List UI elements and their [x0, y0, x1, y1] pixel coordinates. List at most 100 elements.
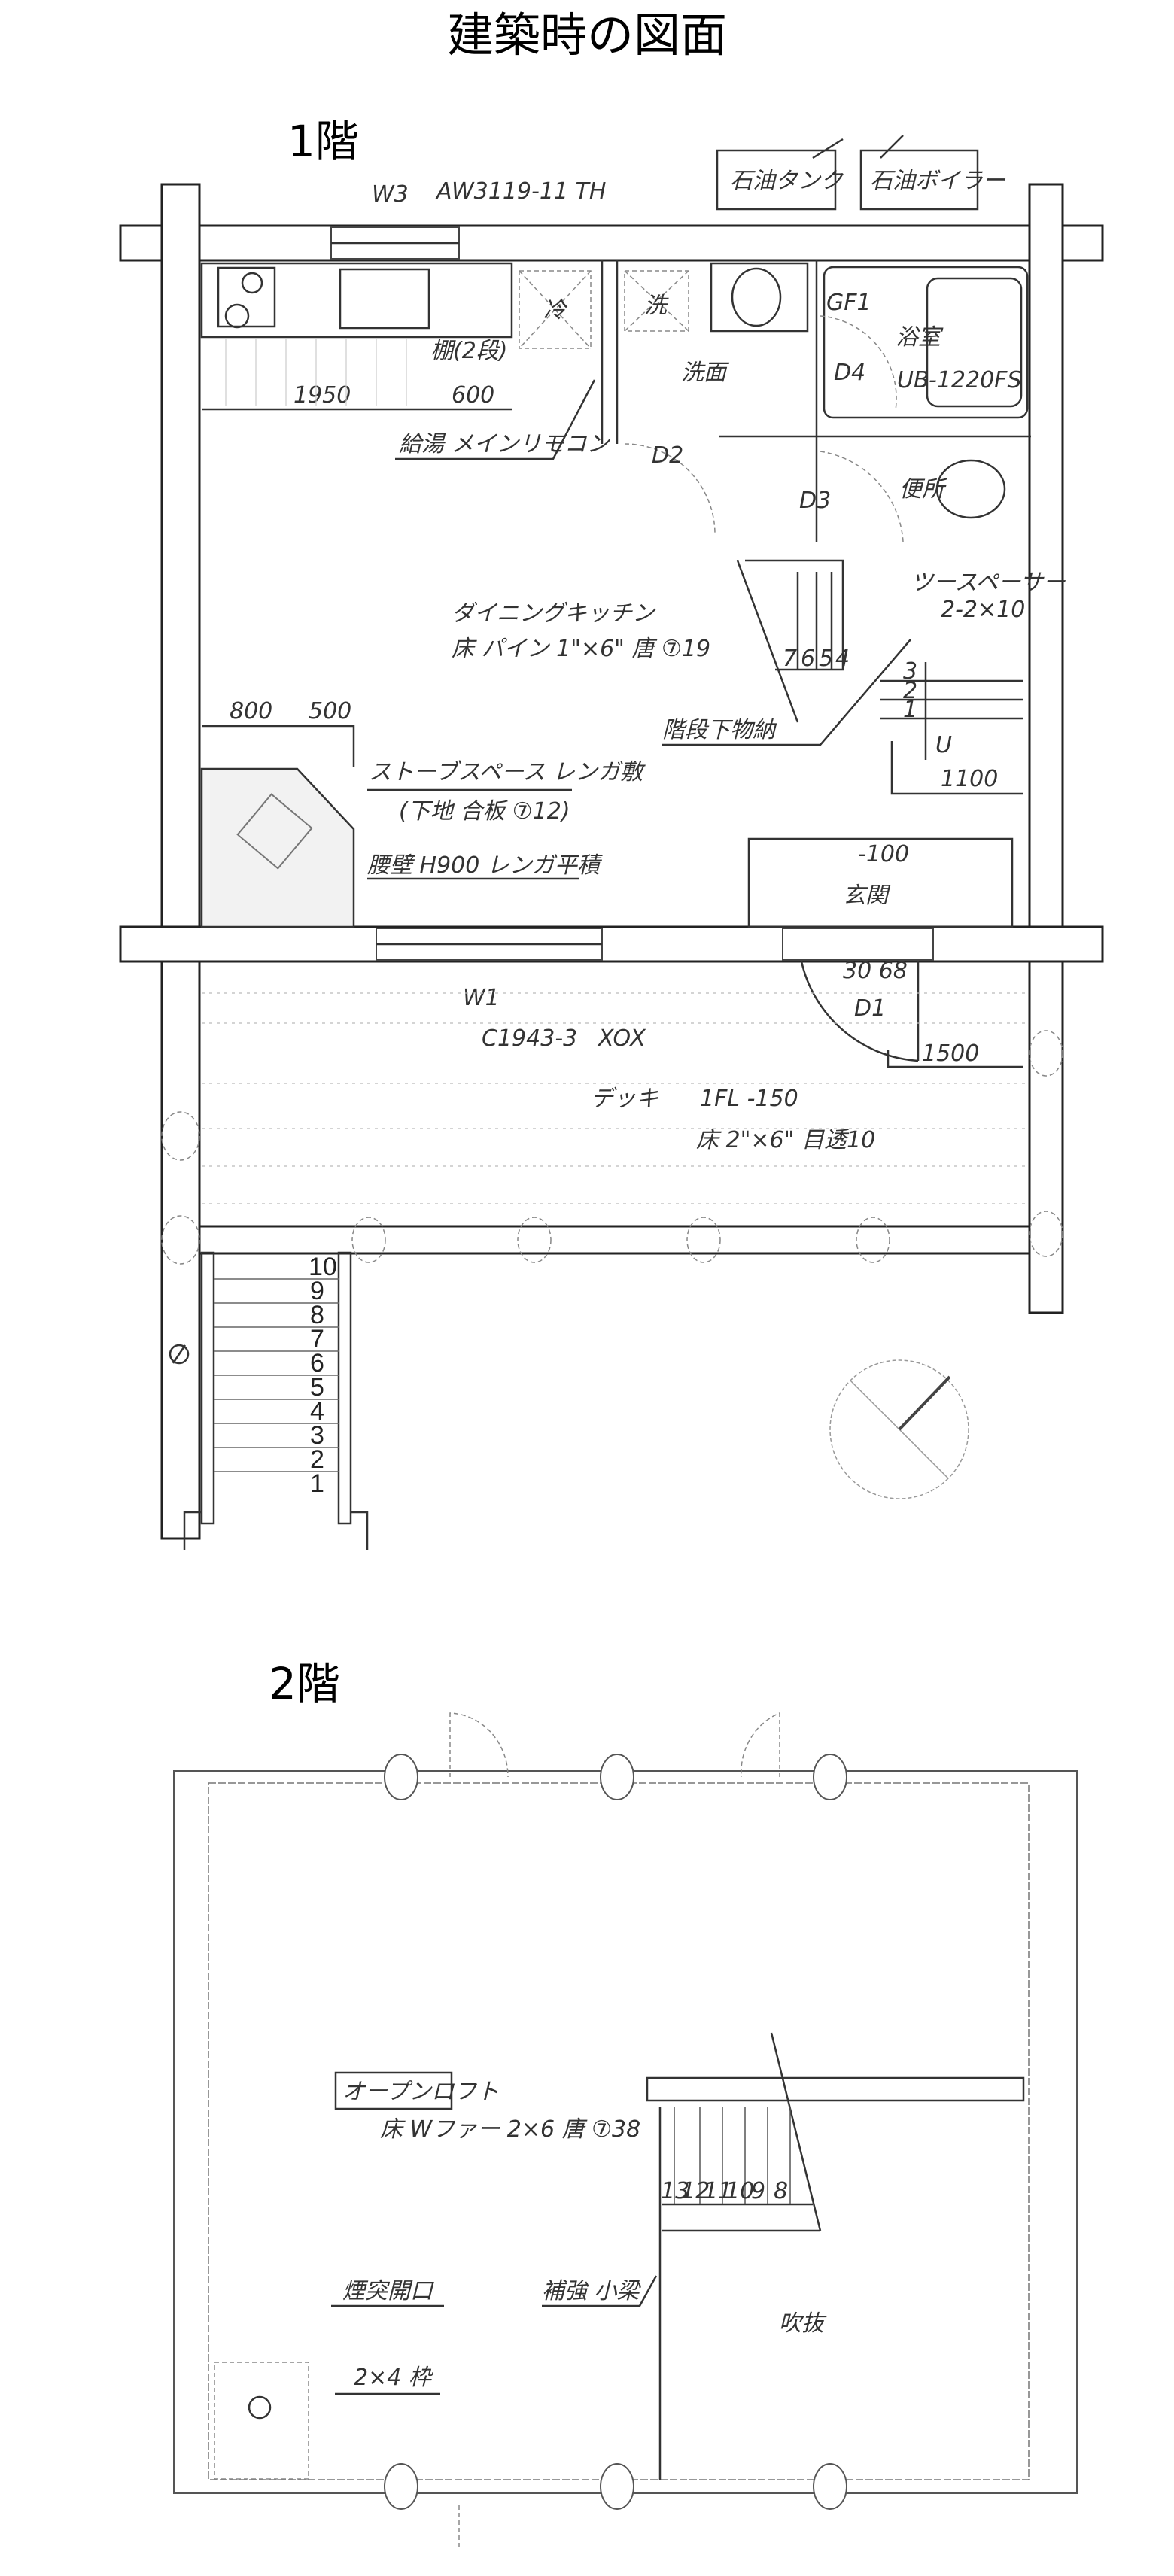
frame-label: 2×4 枠 [354, 2365, 434, 2391]
toilet-label: 便所 [899, 476, 947, 503]
stair-step: 2 [310, 1445, 324, 1474]
w3-model: AW3119-11 TH [435, 178, 606, 205]
stove-icon [236, 793, 313, 870]
floor2-door-right [741, 1712, 780, 1778]
entrance-area [747, 837, 1014, 928]
dining-floor-spec: 床 パイン 1"×6" 唐 ⑦19 [452, 636, 710, 662]
wainscot-label: 腰壁 H900 レンガ平積 [367, 852, 603, 879]
deck-stairs: 10 9 8 7 6 5 4 3 2 1 [183, 1251, 369, 1550]
open-loft-box [334, 2071, 453, 2110]
door-d1-frame [782, 928, 934, 961]
open-loft-label: オープンロフト [342, 2079, 499, 2105]
stair-step: 2 [903, 678, 917, 704]
first-floor-plan: 1階 W3 AW3119-11 TH 石油タンク 石油ボイラー 冷 洗 棚(2段… [119, 116, 1104, 1550]
page-title: 建築時の図面 [447, 8, 727, 62]
front-wall [119, 925, 1104, 963]
window-w1-type: XOX [597, 1025, 646, 1052]
stair-step: 9 [751, 2178, 765, 2204]
loft-floor-spec: 床 Wファー 2×6 唐 ⑦38 [380, 2116, 640, 2143]
stair-step: 9 [310, 1277, 324, 1305]
oil-tank-label: 石油タンク [730, 168, 844, 194]
deck-edge-beam [198, 1225, 1031, 1255]
washer-space [624, 270, 689, 332]
deck-label: デッキ [591, 1086, 658, 1112]
door-d1-size: 30 68 [843, 958, 908, 984]
dim-1950: 1950 [294, 382, 351, 409]
door-d4-label: D4 [834, 360, 865, 386]
door-d2-swing [624, 443, 716, 535]
stair-step: 4 [310, 1397, 324, 1426]
gf1-label: GF1 [826, 290, 871, 316]
spacer-size: 2-2×10 [941, 597, 1025, 623]
kitchen-sink [339, 268, 430, 330]
oil-tank-box [716, 149, 837, 211]
floor2-door-left [449, 1712, 509, 1778]
stove-space-label: ストーブスペース レンガ敷 [369, 759, 646, 785]
deck-level: 1FL -150 [700, 1086, 798, 1112]
floor2-label: 2階 [269, 1658, 340, 1709]
toilet-fixture [935, 459, 1006, 519]
stove-brick-area [200, 767, 355, 928]
entrance-level: -100 [858, 841, 909, 867]
chimney-opening-label: 煙突開口 [342, 2278, 434, 2304]
stair-up-mark: U [935, 732, 952, 758]
stair-step: 7 [310, 1325, 324, 1353]
stair-step: 6 [801, 646, 815, 672]
window-w1-label: W1 [463, 985, 500, 1011]
dim-800: 800 [230, 698, 272, 724]
fridge-space [519, 270, 592, 349]
reinforcement-label: 補強 小梁 [542, 2278, 642, 2304]
stair-step: 6 [310, 1349, 324, 1378]
door-d1-label: D1 [854, 995, 886, 1022]
chimney-frame [214, 2362, 309, 2480]
w3-label: W3 [372, 181, 409, 208]
stair-step: 13 [661, 2178, 689, 2204]
stair-step: 5 [310, 1373, 324, 1402]
stair-step: 4 [835, 646, 850, 672]
door-d2-label: D2 [652, 442, 683, 469]
dim-500: 500 [309, 698, 351, 724]
hot-water-remote-label: 給湯 メインリモコン [399, 431, 611, 457]
floor1-label: 1階 [287, 116, 359, 167]
stair-step: 3 [310, 1421, 324, 1450]
oil-boiler-label: 石油ボイラー [870, 168, 1006, 194]
chimney-icon [248, 2395, 272, 2420]
stair-step: 1 [310, 1469, 324, 1498]
washroom-label: 洗面 [681, 360, 730, 386]
left-wall-post [160, 183, 201, 1540]
stair-step: 8 [310, 1301, 324, 1329]
no-entry-icon [169, 1344, 190, 1365]
washbasin [710, 262, 809, 333]
stair-step: 8 [774, 2178, 788, 2204]
interior-stairs: 7 6 5 4 3 2 1 ツースペーサー 2-2×10 U 1100 [736, 559, 1066, 795]
washer-label: 洗 [644, 293, 669, 319]
bath-unit-label: UB-1220FS [897, 367, 1021, 393]
stair-step: 10 [725, 2178, 754, 2204]
bathroom-label: 浴室 [896, 324, 944, 351]
entrance-label: 玄関 [843, 882, 891, 909]
stove-top [217, 266, 276, 328]
top-wall [119, 224, 1104, 262]
deck-floor-spec: 床 2"×6" 目透10 [696, 1127, 875, 1153]
north-compass-icon [829, 1359, 969, 1499]
stair-step: 7 [783, 646, 797, 672]
window-w1-model: C1943-3 [482, 1025, 577, 1052]
dim-1100: 1100 [941, 766, 998, 792]
floor2-stairs: 13 12 11 10 9 8 [646, 2032, 1025, 2480]
right-wall-post [1028, 183, 1064, 1314]
stair-step: 3 [903, 658, 917, 685]
stair-step: 10 [309, 1253, 337, 1281]
stove-base-label: (下地 合板 ⑦12) [399, 798, 570, 825]
spacer-label: ツースペーサー [911, 570, 1066, 596]
stair-step: 1 [903, 697, 917, 723]
atrium-label: 吹抜 [779, 2310, 827, 2337]
second-floor-plan: 2階 オープンロフト 床 Wファー 2×6 唐 ⑦38 13 12 11 10 … [173, 1658, 1078, 2550]
stair-step: 11 [704, 2178, 732, 2204]
bathroom-wall [823, 266, 1029, 419]
oil-boiler-box [859, 149, 979, 211]
under-stair-storage-label: 階段下物納 [662, 717, 777, 743]
stair-step: 12 [681, 2178, 710, 2204]
shelf-label: 棚(2段) [430, 338, 508, 364]
door-d3-label: D3 [799, 488, 831, 514]
